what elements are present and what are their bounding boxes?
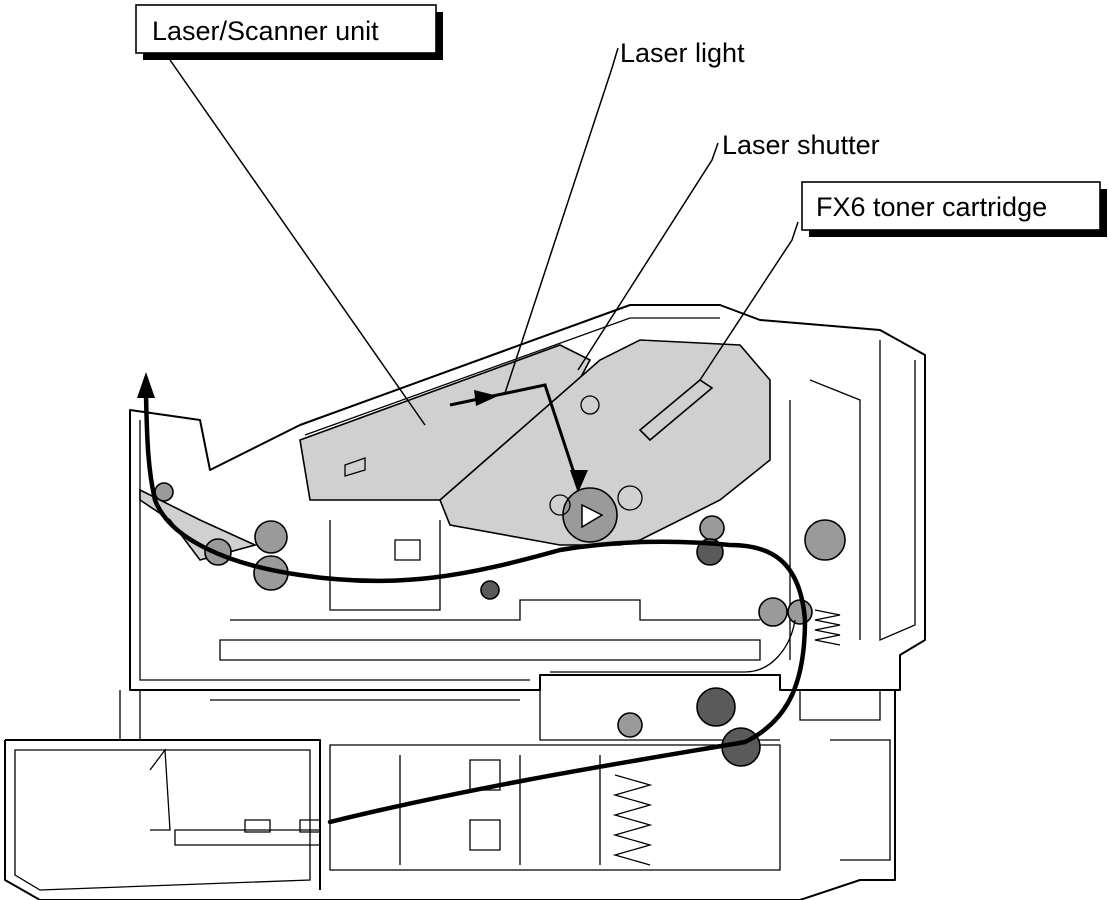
rollers — [154, 395, 846, 767]
leader-laser-shutter — [577, 142, 719, 371]
label-laser-scanner-unit: Laser/Scanner unit — [152, 16, 379, 46]
callout-fx6-toner-cartridge: FX6 toner cartridge — [801, 181, 1107, 237]
leader-laser-light — [504, 47, 619, 394]
paper-path — [137, 372, 808, 825]
label-fx6-toner-cartridge: FX6 toner cartridge — [816, 192, 1047, 222]
leader-lines — [169, 47, 799, 426]
paper-exit-arrow — [137, 372, 155, 398]
printer-housing — [4, 304, 926, 900]
leader-toner-cartridge — [699, 221, 799, 381]
label-laser-light: Laser light — [620, 38, 745, 68]
laser-beam-path — [449, 383, 588, 493]
leader-laser-scanner — [169, 59, 426, 426]
callout-laser-scanner-unit: Laser/Scanner unit — [135, 4, 443, 60]
label-laser-shutter: Laser shutter — [722, 130, 880, 160]
